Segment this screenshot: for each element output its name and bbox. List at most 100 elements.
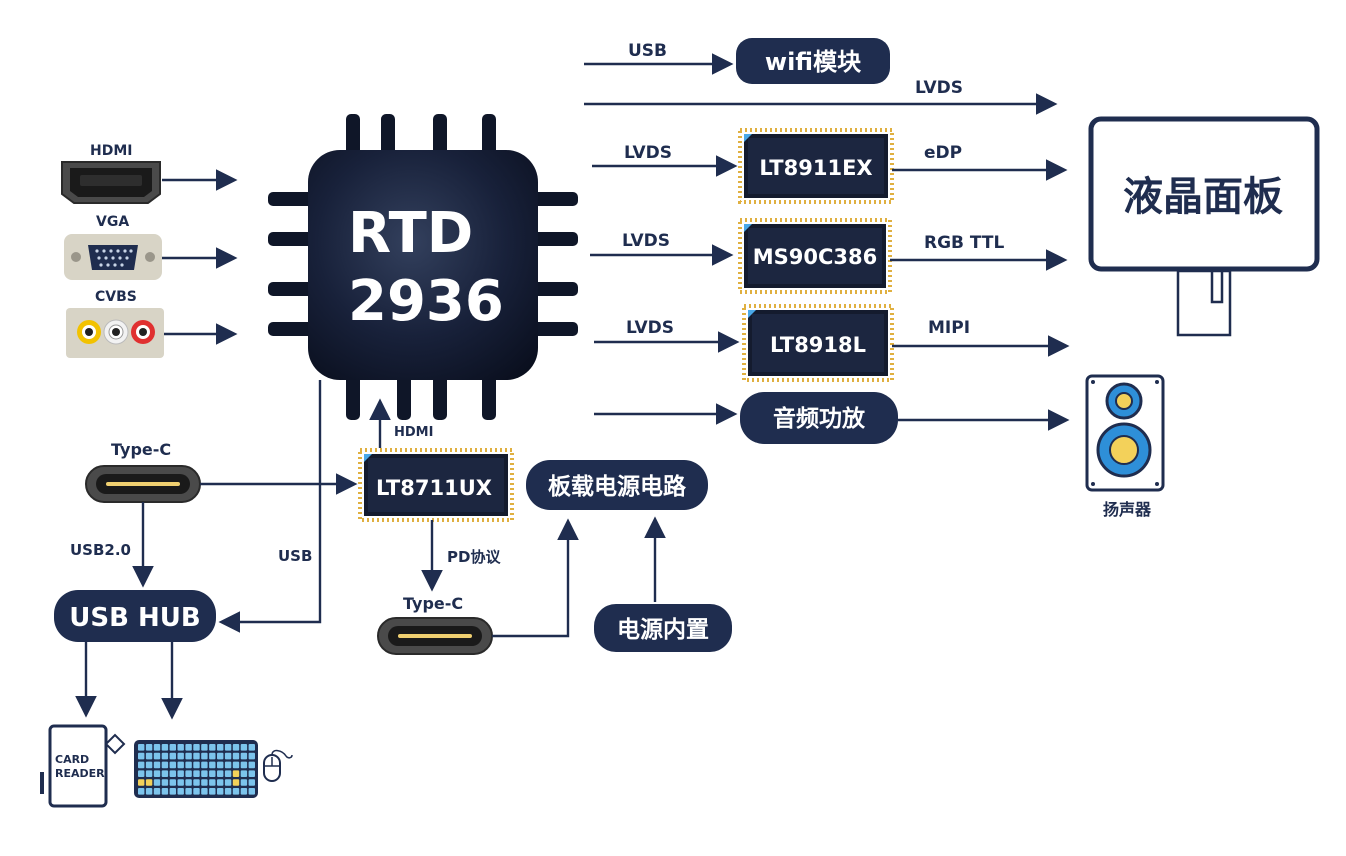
- keyboard-key: [193, 752, 200, 760]
- speaker-icon: [1085, 374, 1165, 492]
- hdmi-label: HDMI: [90, 143, 132, 159]
- mipi-label: MIPI: [928, 318, 970, 338]
- keyboard-key: [248, 752, 255, 760]
- keyboard-key: [240, 752, 248, 760]
- mouse-icon: [263, 749, 293, 782]
- keyboard-key: [217, 744, 224, 751]
- keyboard-key: [169, 788, 176, 795]
- keyboard-key: [248, 779, 255, 786]
- keyboard-key: [224, 744, 232, 751]
- soc-name: RTD: [348, 201, 473, 266]
- speaker-label: 扬声器: [1103, 500, 1152, 519]
- keyboard-key: [240, 770, 248, 777]
- typec-top-label: Type-C: [111, 440, 171, 459]
- keyboard-key: [240, 744, 248, 751]
- usb-left-label: USB: [278, 547, 312, 565]
- typec-top-port-icon: [85, 465, 201, 503]
- keyboard-key: [209, 761, 216, 769]
- chip-lt8711ux-label: LT8711UX: [376, 476, 492, 500]
- rgb-ttl-label: RGB TTL: [924, 233, 1005, 253]
- wifi-module-pill: wifi模块: [736, 38, 890, 84]
- keyboard-key: [145, 744, 153, 751]
- soc-model: 2936: [348, 269, 504, 334]
- board-power-label: 板载电源电路: [548, 473, 687, 500]
- keyboard-key: [185, 761, 192, 769]
- keyboard-key: [201, 788, 208, 795]
- keyboard-key: [177, 788, 184, 795]
- cvbs-port-icon: [66, 308, 164, 358]
- keyboard-key: [217, 770, 224, 777]
- lvds-1-label: LVDS: [624, 143, 672, 163]
- builtin-power-pill: 电源内置: [594, 604, 732, 652]
- usb-hub-label: USB HUB: [69, 603, 200, 633]
- lcd-panel-label: 液晶面板: [1123, 174, 1283, 220]
- keyboard-key: [169, 761, 176, 769]
- lvds-direct-label: LVDS: [915, 78, 963, 98]
- keyboard-key: [161, 770, 169, 777]
- card-reader-icon: CARD READER: [40, 724, 126, 808]
- keyboard-key: [193, 761, 200, 769]
- typec-bottom-port-icon: [377, 617, 493, 655]
- keyboard-key: [145, 770, 153, 777]
- keyboard-key: [185, 744, 192, 751]
- wifi-module-label: wifi模块: [765, 48, 861, 76]
- keyboard-key: [161, 752, 169, 760]
- keyboard-key: [248, 761, 255, 769]
- usb2-label: USB2.0: [70, 541, 131, 559]
- keyboard-key: [201, 779, 208, 786]
- keyboard-key: [232, 779, 240, 786]
- typec-bottom-label: Type-C: [403, 594, 463, 613]
- chip-lt8911ex-label: LT8911EX: [759, 156, 872, 180]
- keyboard-key: [209, 788, 216, 795]
- keyboard-key: [209, 752, 216, 760]
- chip-lt8918l-label: LT8918L: [770, 333, 866, 357]
- keyboard-key: [161, 779, 169, 786]
- lvds-3-label: LVDS: [626, 318, 674, 338]
- keyboard-key: [209, 744, 216, 751]
- keyboard-key: [193, 744, 200, 751]
- keyboard-key: [224, 761, 232, 769]
- board-power-pill: 板载电源电路: [526, 460, 708, 510]
- keyboard-key: [145, 788, 153, 795]
- keyboard-key: [248, 744, 255, 751]
- edp-label: eDP: [924, 143, 962, 163]
- keyboard-key: [217, 779, 224, 786]
- cvbs-label: CVBS: [95, 289, 137, 305]
- vga-label: VGA: [96, 214, 129, 230]
- keyboard-key: [217, 788, 224, 795]
- keyboard-key: [193, 779, 200, 786]
- keyboard-key: [240, 788, 248, 795]
- keyboard-key: [169, 752, 176, 760]
- keyboard-key: [153, 770, 161, 777]
- keyboard-key: [153, 788, 161, 795]
- lcd-panel-icon: 液晶面板: [1088, 116, 1320, 337]
- keyboard-key: [185, 788, 192, 795]
- keyboard-key: [232, 788, 240, 795]
- keyboard-key: [185, 752, 192, 760]
- keyboard-key: [177, 744, 184, 751]
- keyboard-key: [138, 761, 145, 769]
- keyboard-key: [185, 770, 192, 777]
- card-reader-label-2: READER: [55, 767, 105, 780]
- keyboard-key: [145, 752, 153, 760]
- keyboard-key: [232, 770, 240, 777]
- keyboard-key: [209, 770, 216, 777]
- keyboard-key: [240, 761, 248, 769]
- chip-lt8911ex: LT8911EX: [738, 128, 894, 204]
- keyboard-icon: [134, 740, 258, 798]
- keyboard-key: [248, 788, 255, 795]
- keyboard-key: [232, 744, 240, 751]
- keyboard-key: [177, 752, 184, 760]
- keyboard-key: [138, 788, 145, 795]
- keyboard-key: [201, 770, 208, 777]
- soc-chip: RTD 2936: [268, 114, 578, 420]
- keyboard-key: [153, 779, 161, 786]
- keyboard-key: [161, 761, 169, 769]
- keyboard-key: [145, 761, 153, 769]
- vga-port-icon: [64, 234, 162, 280]
- keyboard-key: [201, 761, 208, 769]
- keyboard-key: [169, 744, 176, 751]
- keyboard-key: [153, 761, 161, 769]
- keyboard-key: [240, 779, 248, 786]
